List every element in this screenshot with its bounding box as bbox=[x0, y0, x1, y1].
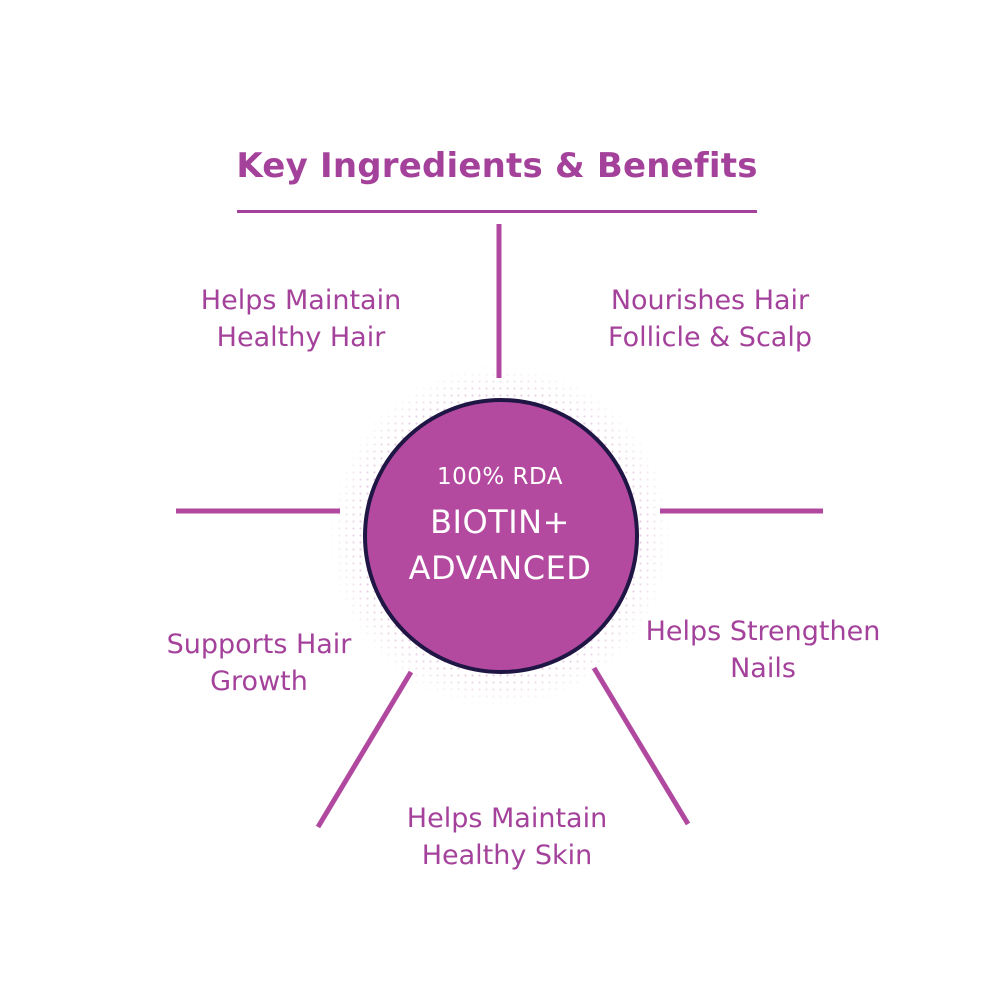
benefit-line: Healthy Skin bbox=[421, 840, 593, 871]
hub-circle bbox=[363, 398, 639, 674]
benefit-line: Supports Hair bbox=[166, 629, 352, 660]
benefit-strengthen-nails: Helps Strengthen Nails bbox=[613, 613, 913, 687]
benefit-healthy-skin: Helps Maintain Healthy Skin bbox=[357, 800, 657, 874]
spoke-lower-left bbox=[315, 670, 414, 829]
title-underline bbox=[237, 210, 757, 213]
benefit-line: Growth bbox=[210, 666, 308, 697]
benefit-line: Nourishes Hair bbox=[610, 285, 810, 316]
benefit-line: Follicle & Scalp bbox=[608, 322, 812, 353]
benefit-line: Helps Maintain bbox=[406, 803, 608, 834]
benefit-hair-follicle-scalp: Nourishes Hair Follicle & Scalp bbox=[560, 282, 860, 356]
benefit-line: Helps Strengthen bbox=[645, 616, 881, 647]
benefit-line: Helps Maintain bbox=[200, 285, 402, 316]
hub-product-name: BIOTIN+ bbox=[430, 503, 570, 541]
benefit-line: Nails bbox=[730, 653, 796, 684]
benefit-hair-growth: Supports Hair Growth bbox=[109, 626, 409, 700]
diagram-title: Key Ingredients & Benefits bbox=[236, 146, 758, 186]
benefit-line: Healthy Hair bbox=[216, 322, 386, 353]
hub-rda-label: 100% RDA bbox=[436, 464, 564, 490]
hub-product-variant: ADVANCED bbox=[408, 549, 592, 587]
benefit-healthy-hair: Helps Maintain Healthy Hair bbox=[151, 282, 451, 356]
spoke-lower-right bbox=[591, 666, 691, 826]
